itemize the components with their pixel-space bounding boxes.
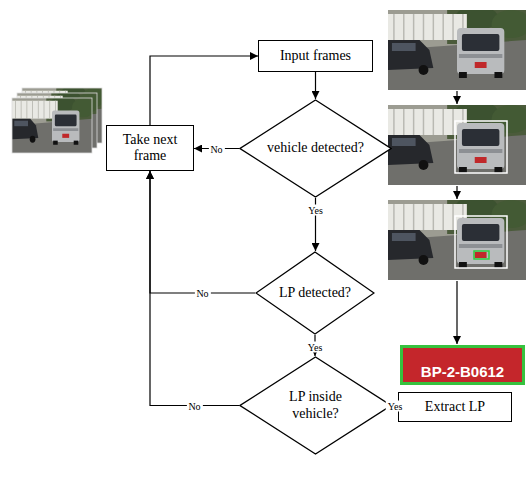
flow-arrow [315, 72, 316, 99]
flow-arrow [150, 171, 239, 406]
plate-number: BP-2-B0612 [421, 364, 504, 382]
decision-diamond: vehicle detected? [239, 99, 392, 198]
decision-diamond: LP detected? [255, 251, 375, 335]
input-frame-stack [12, 85, 105, 153]
process-box: Input frames [258, 40, 373, 72]
edge-label: No [186, 400, 202, 411]
flow-arrow [150, 56, 258, 125]
edge-label: No [208, 143, 224, 154]
node-label: Take next frame [115, 132, 185, 164]
decision-diamond: LP inside vehicle? [239, 356, 392, 455]
edge-label: No [194, 288, 210, 299]
edge-label: Yes [386, 400, 405, 411]
process-box: Extract LP [398, 392, 512, 422]
node-label: Extract LP [425, 399, 485, 415]
edge-label: Yes [306, 342, 325, 353]
flow-arrow [150, 171, 255, 293]
edge-label: Yes [306, 205, 325, 216]
process-box: Take next frame [106, 125, 194, 171]
example-frames [388, 6, 530, 344]
node-label: vehicle detected? [267, 140, 364, 156]
license-plate: BP-2-B0612 [400, 345, 525, 385]
node-label: LP detected? [279, 285, 351, 301]
node-label: LP inside vehicle? [280, 389, 352, 421]
node-label: Input frames [280, 48, 351, 64]
